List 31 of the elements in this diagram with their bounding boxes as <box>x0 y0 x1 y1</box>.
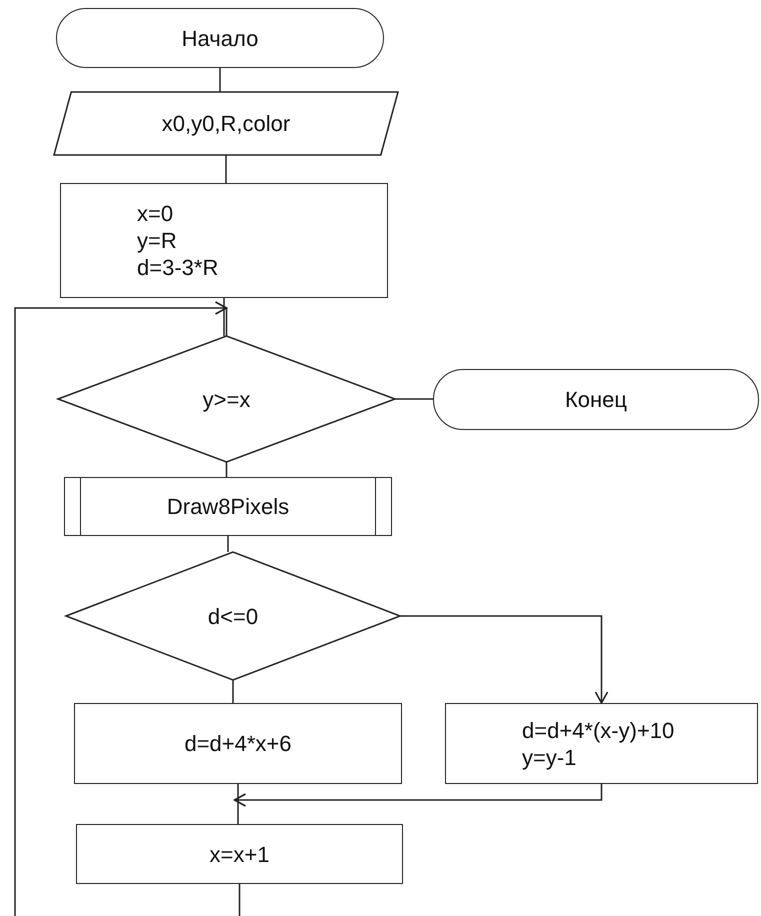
node-text: x=x+1 <box>210 840 270 868</box>
connector-line <box>223 298 225 336</box>
node-text: Начало <box>182 24 258 52</box>
process-box <box>445 703 758 784</box>
node-text: y>=x <box>202 386 250 412</box>
arrow <box>400 615 608 704</box>
subprocess-box <box>64 477 392 536</box>
connector-line <box>237 784 239 824</box>
process-box <box>60 183 388 298</box>
node-text: x0,y0,R,color <box>162 110 290 137</box>
process-box <box>76 824 403 884</box>
node-text: d=d+4*(x-y)+10 <box>522 716 674 744</box>
node-text: d=3-3*R <box>137 254 218 281</box>
node-text: x=0 <box>137 200 174 227</box>
node-text: Draw8Pixels <box>166 493 290 520</box>
node-text: y=y-1 <box>522 744 576 770</box>
node-text: d<=0 <box>208 602 258 630</box>
node-text: y=R <box>137 227 177 254</box>
connector-line <box>226 462 228 477</box>
node-text: d=d+4*x+6 <box>184 730 292 757</box>
connector-line <box>225 155 227 183</box>
node-text: Конец <box>564 386 628 413</box>
decision-diamond <box>66 552 400 680</box>
connector-line <box>227 536 229 552</box>
arrow <box>234 784 602 807</box>
decision-diamond <box>58 336 395 462</box>
connector-line <box>219 68 221 92</box>
input-parallelogram <box>54 92 398 155</box>
connector-line <box>395 398 433 400</box>
process-box <box>74 703 402 784</box>
connector-line <box>232 680 234 703</box>
